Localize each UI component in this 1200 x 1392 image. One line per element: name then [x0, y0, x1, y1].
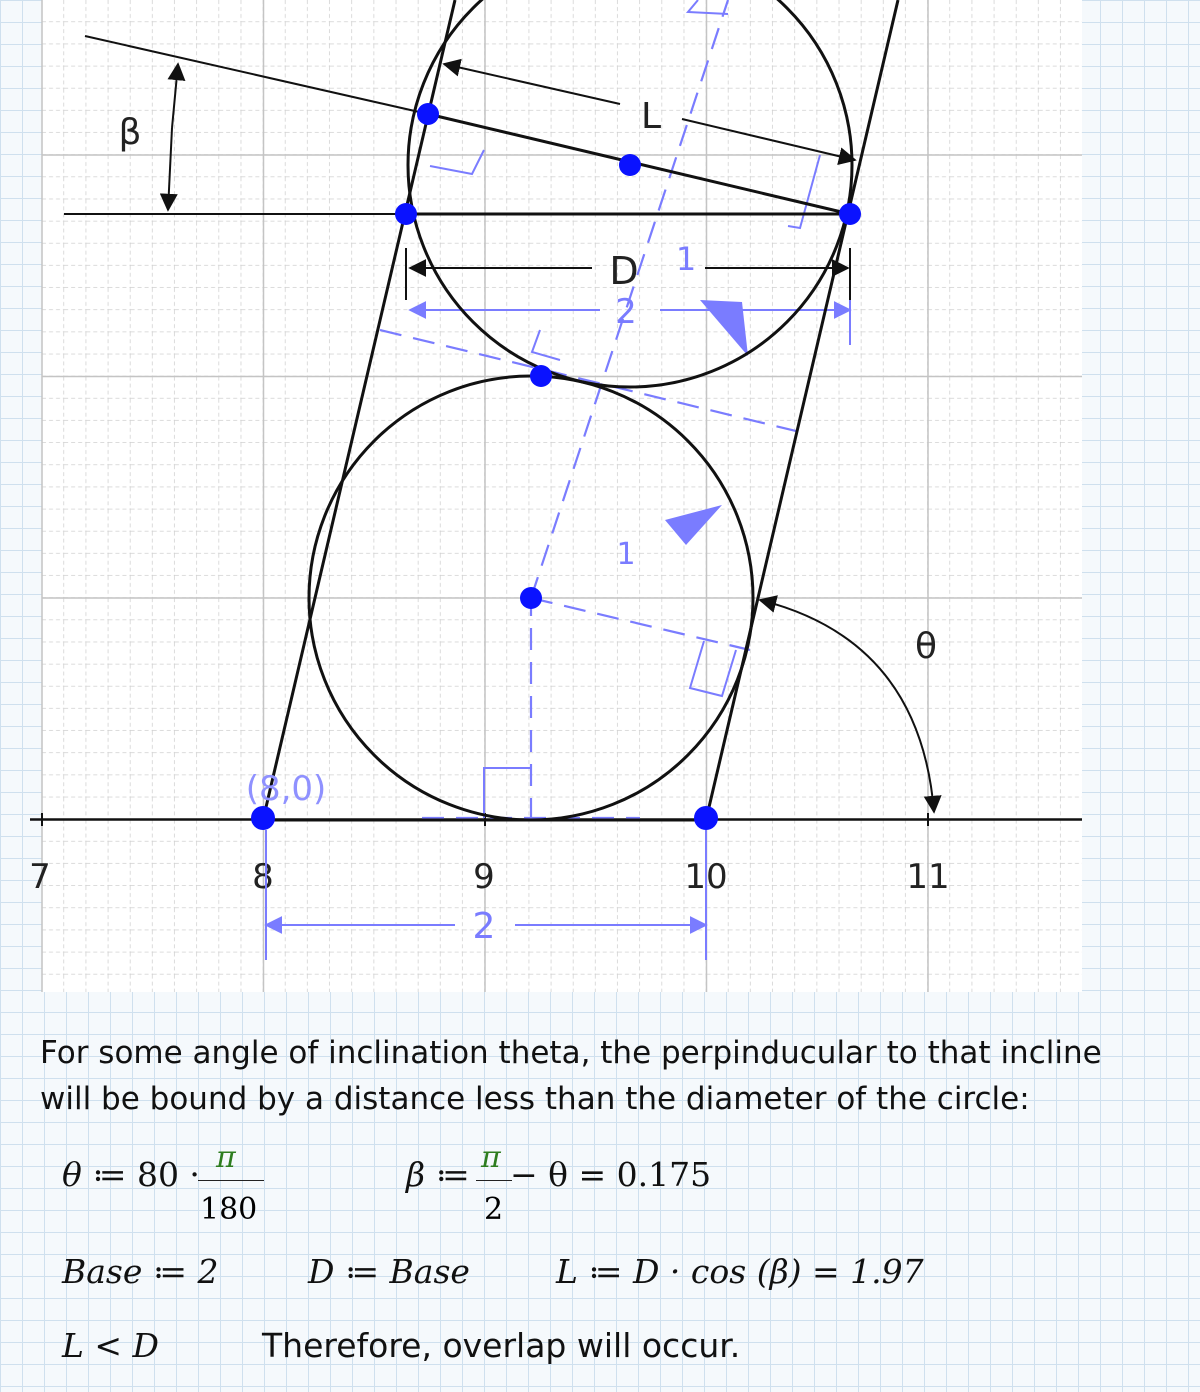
beta-fraction-numerator: π — [481, 1140, 501, 1175]
radius-label-top: 1 — [676, 240, 696, 278]
base-definition: Base ≔ 2 — [62, 1252, 219, 1291]
radius-label-lower: 1 — [616, 537, 635, 572]
origin-point-label: (8,0) — [246, 769, 327, 809]
explanation-line: For some angle of inclination theta, the… — [40, 1035, 1102, 1071]
point — [395, 203, 417, 225]
point — [520, 587, 542, 609]
reference-lines — [64, 35, 851, 300]
right-angle-marks — [429, 0, 821, 818]
beta-definition-assign: ≔ — [425, 1155, 470, 1194]
point — [694, 806, 718, 830]
beta-fraction-bar — [476, 1180, 512, 1181]
dimension-lines-blue — [264, 270, 852, 960]
L-label: L — [641, 96, 661, 137]
comparison: L < D — [62, 1326, 160, 1365]
x-tick-label: 8 — [252, 857, 274, 897]
beta-symbol: β — [406, 1155, 426, 1194]
theta-fraction-denominator: 180 — [200, 1192, 258, 1227]
dimension-arrows-black — [159, 58, 942, 814]
point — [251, 806, 275, 830]
radius-arrow-top — [700, 300, 748, 356]
radius-arrow-lower — [665, 505, 722, 545]
d-definition: D ≔ Base — [308, 1252, 470, 1291]
geometry-diagram: 7 8 9 10 11 — [29, 0, 1082, 992]
beta-definition: β ≔ — [406, 1155, 470, 1194]
explanation-text: For some angle of inclination theta, the… — [40, 1030, 1190, 1122]
dimension-label-2-top: 2 — [615, 292, 637, 332]
beta-label: β — [119, 112, 142, 153]
x-tick-label: 9 — [473, 857, 495, 897]
theta-symbol: θ — [62, 1155, 82, 1194]
dimension-label-base: 2 — [473, 906, 496, 947]
theta-fraction-bar — [198, 1180, 264, 1181]
explanation-line: will be bound by a distance less than th… — [40, 1081, 1030, 1117]
conclusion-text: Therefore, overlap will occur. — [262, 1326, 741, 1365]
point — [619, 154, 641, 176]
point — [530, 365, 552, 387]
theta-label: θ — [915, 626, 937, 667]
theta-fraction-numerator: π — [216, 1140, 236, 1175]
beta-fraction-denominator: 2 — [484, 1192, 504, 1227]
point — [839, 203, 861, 225]
theta-definition-rhs: ≔ 80 · — [81, 1155, 200, 1194]
D-label: D — [609, 249, 638, 293]
x-tick-label: 7 — [29, 857, 51, 897]
points — [251, 103, 861, 830]
l-definition: L ≔ D · cos (β) = 1.97 — [556, 1252, 924, 1291]
x-tick-label: 11 — [906, 857, 949, 897]
beta-definition-result: − θ = 0.175 — [510, 1155, 712, 1194]
construction-lines — [379, 0, 801, 820]
major-grid — [41, 0, 1082, 992]
minor-grid — [42, 0, 1082, 992]
point — [417, 103, 439, 125]
theta-definition: θ ≔ 80 · — [62, 1155, 200, 1194]
